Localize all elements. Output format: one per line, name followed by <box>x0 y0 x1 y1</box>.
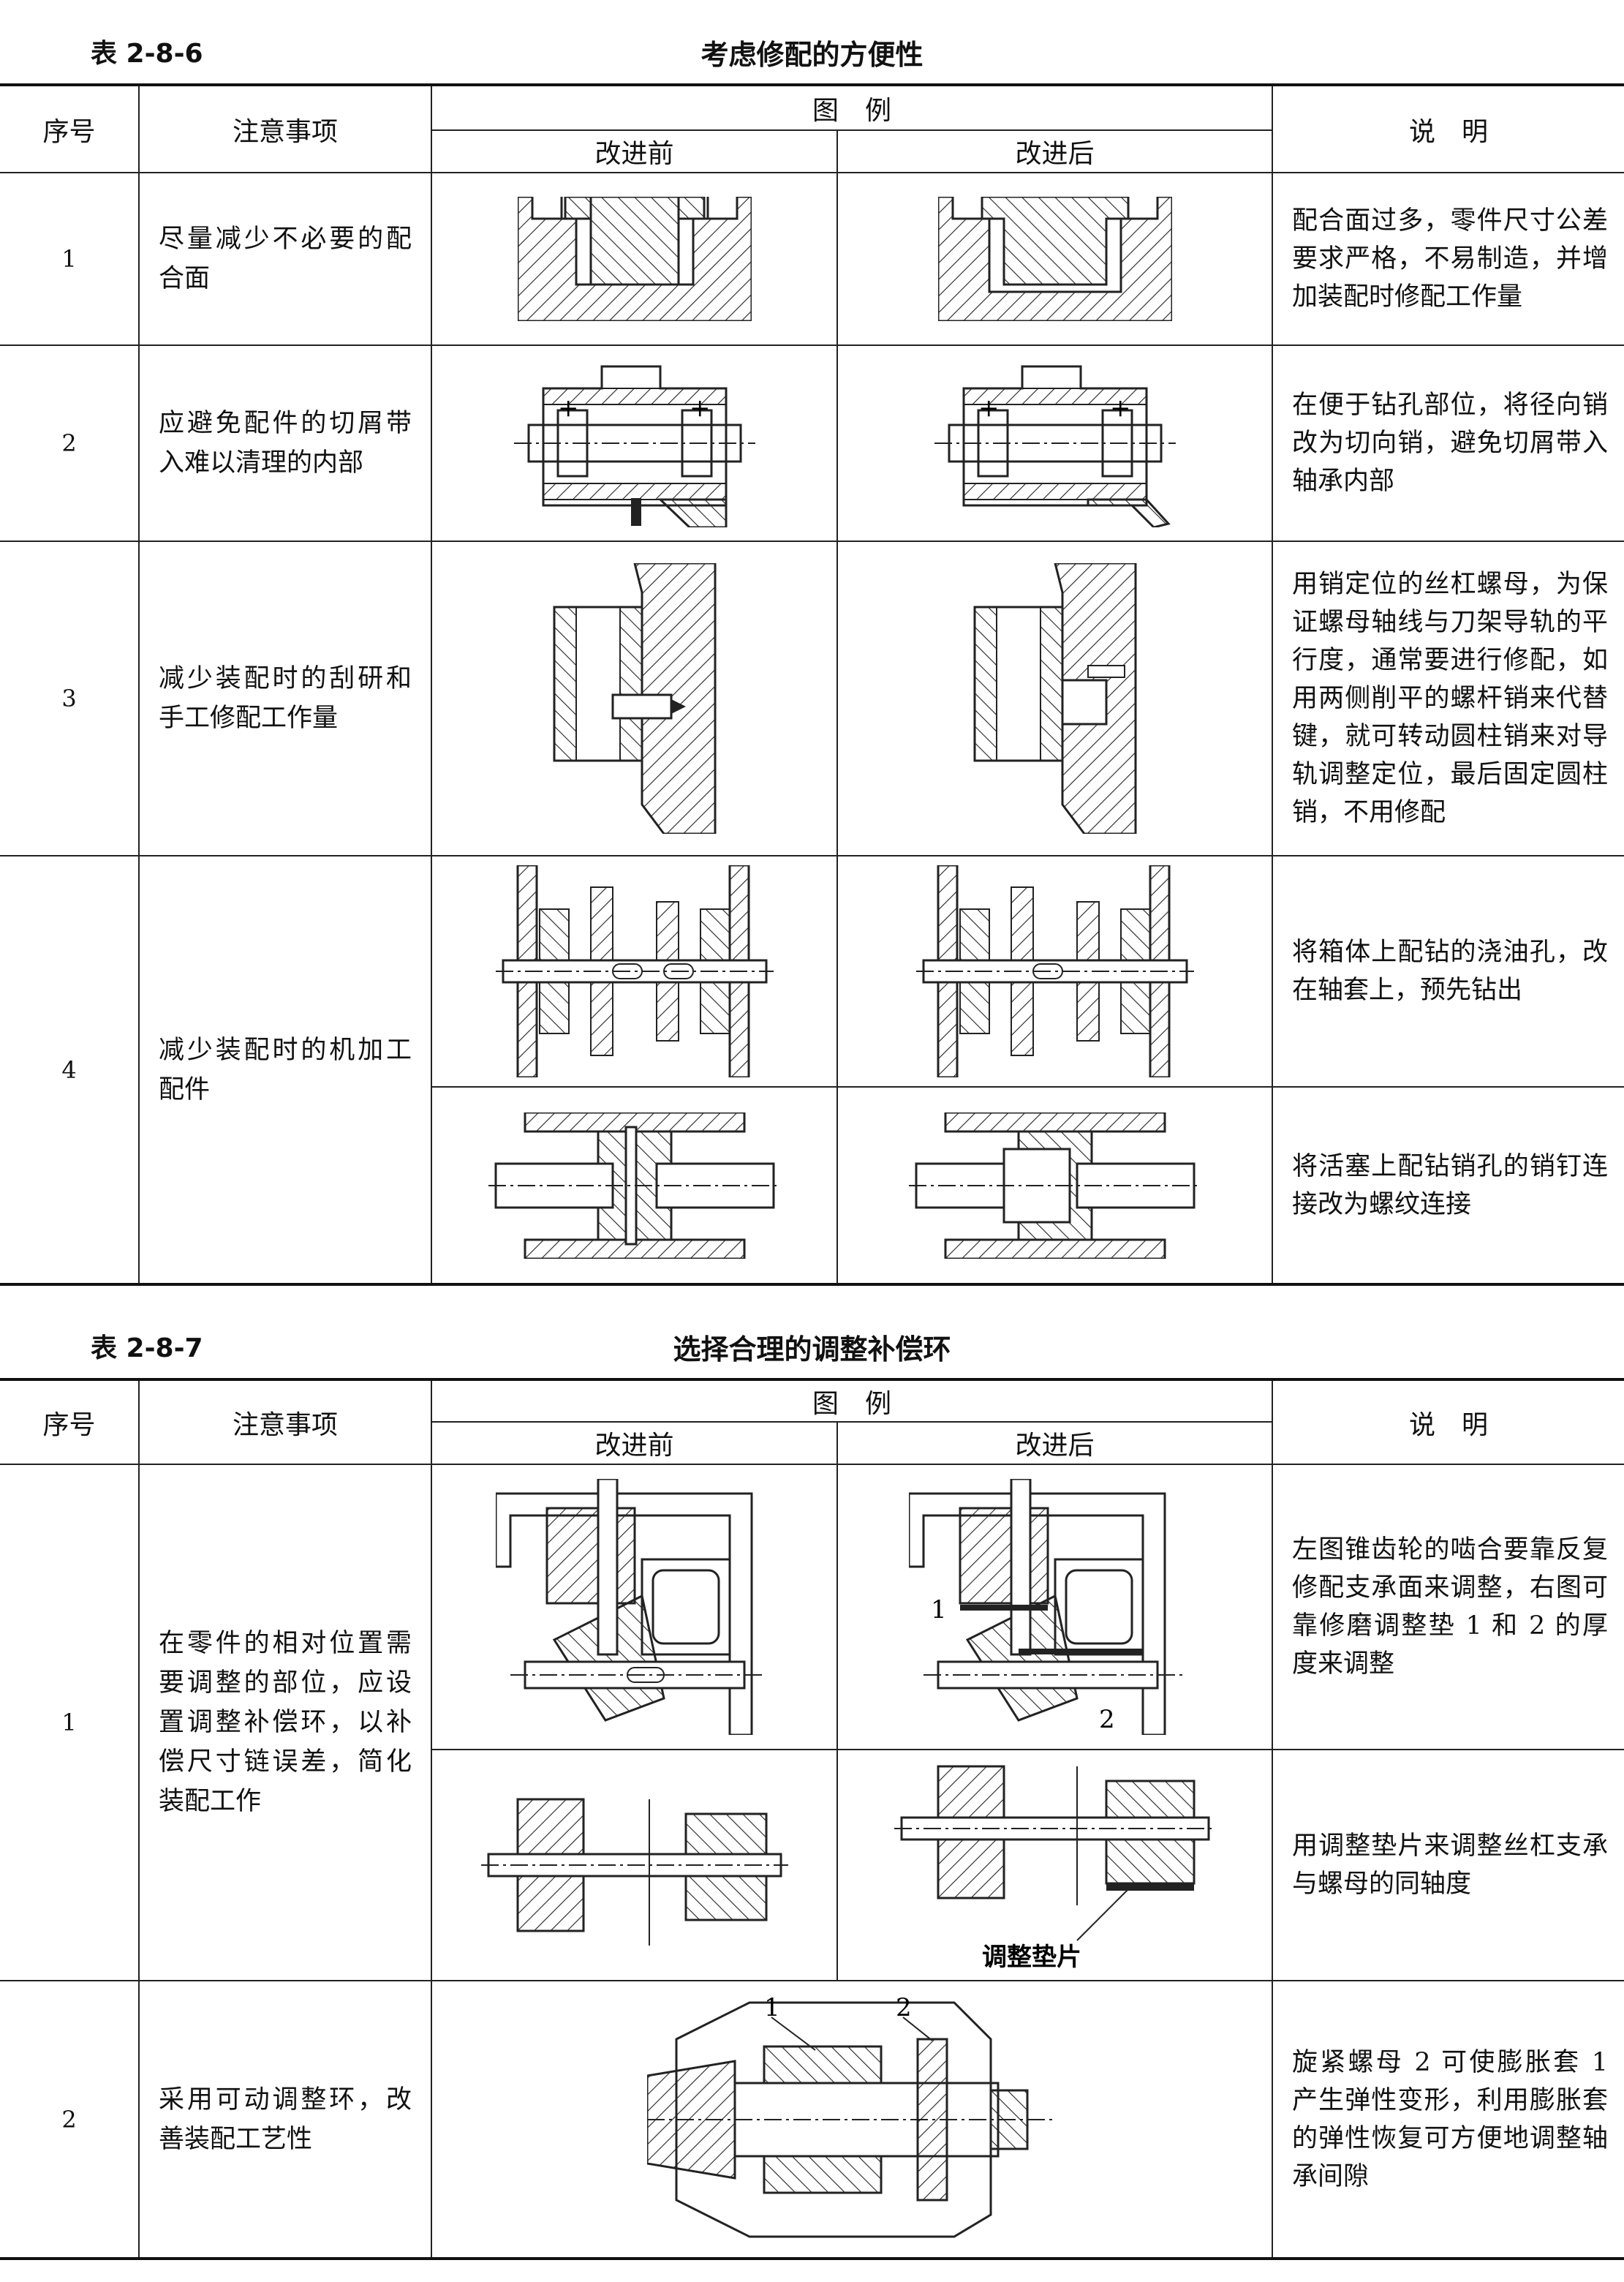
table-row: 1 尽量减少不必要的配合面 配合面过多，零件尺寸公差要求严格，不易制造，并增加装… <box>0 172 1624 346</box>
row-desc: 用调整垫片来调整丝杠支承与螺母的同轴度 <box>1272 1749 1624 1981</box>
table2: 序号 注意事项 图 例 说 明 改进前 改进后 1 在零件的相对位置需要调整的部… <box>0 1378 1624 2260</box>
fit-surfaces-after-drawing <box>937 197 1172 321</box>
table-row: 3 减少装配时的刮研和手工修配工作量 用销定位的丝杠螺母，为保证螺母轴线 <box>0 541 1624 856</box>
screw-nut-key-drawing <box>553 563 716 834</box>
table-row: 4 减少装配时的机加工配件 <box>0 855 1624 1285</box>
row-seq: 4 <box>0 855 140 1285</box>
header-after: 改进后 <box>836 129 1273 173</box>
row-desc: 将箱体上配钻的浇油孔，改在轴套上，预先钻出 <box>1272 855 1624 1088</box>
bearing-radial-pin-drawing: ++ <box>513 365 755 527</box>
gearbox-oil-hole-before-drawing <box>495 865 774 1077</box>
figure-after: 1 2 <box>836 1464 1274 1750</box>
table2-heading: 表 2-8-7 选择合理的调整补偿环 <box>80 1317 1544 1368</box>
table1-title: 考虑修配的方便性 <box>700 39 924 71</box>
row-note: 在零件的相对位置需要调整的部位，应设置调整补偿环，以补偿尺寸链误差，简化装配工作 <box>138 1464 432 1981</box>
row-desc: 配合面过多，零件尺寸公差要求严格，不易制造，并增加装配时修配工作量 <box>1272 172 1624 346</box>
svg-text:+: + <box>1110 393 1131 423</box>
header-before: 改进前 <box>431 129 838 173</box>
row-desc: 旋紧螺母 2 可使膨胀套 1 产生弹性变形，利用膨胀套的弹性恢复可方便地调整轴承… <box>1272 1980 1624 2259</box>
row-note: 减少装配时的刮研和手工修配工作量 <box>138 541 432 856</box>
figure-before: ++ <box>431 344 838 542</box>
row-note: 减少装配时的机加工配件 <box>138 855 432 1285</box>
expansion-sleeve-drawing: 1 2 <box>647 1995 1057 2237</box>
piston-thread-drawing <box>908 1112 1201 1259</box>
row-seq: 2 <box>0 344 140 542</box>
header-after: 改进后 <box>836 1421 1273 1465</box>
part-label-2: 2 <box>896 1995 912 2022</box>
table-row: 2 采用可动调整环，改善装配工艺性 1 2 旋紧螺母 2 可使膨胀套 1 产生弹… <box>0 1980 1624 2259</box>
row-seq: 2 <box>0 1980 140 2259</box>
figure-before <box>431 1086 838 1285</box>
row-desc: 用销定位的丝杠螺母，为保证螺母轴线与刀架导轨的平行度，通常要进行修配，如用两侧削… <box>1272 541 1624 856</box>
table2-title: 选择合理的调整补偿环 <box>673 1333 951 1366</box>
screw-nut-pin-drawing <box>973 563 1136 834</box>
figure-expansion-sleeve: 1 2 <box>430 1980 1274 2259</box>
shim-label-2: 2 <box>1099 1705 1115 1734</box>
lead-screw-support-before-drawing <box>480 1798 788 1946</box>
row-seq: 3 <box>0 541 140 856</box>
piston-pin-drawing <box>488 1112 781 1259</box>
bevel-gear-before-drawing <box>495 1479 766 1735</box>
gearbox-oil-hole-after-drawing <box>915 865 1194 1077</box>
svg-text:+: + <box>690 393 711 423</box>
table-row: 将活塞上配钻销孔的销钉连接改为螺纹连接 <box>0 1086 1624 1285</box>
figure-after <box>836 1086 1274 1285</box>
row-seq: 1 <box>0 172 140 346</box>
bearing-tangent-pin-drawing: ++ <box>934 365 1176 527</box>
row-note: 尽量减少不必要的配合面 <box>138 172 432 346</box>
figure-after <box>836 855 1274 1088</box>
figure-after <box>836 541 1274 856</box>
svg-text:+: + <box>978 393 1000 423</box>
row-desc: 将活塞上配钻销孔的销钉连接改为螺纹连接 <box>1272 1086 1624 1285</box>
header-before: 改进前 <box>431 1421 838 1465</box>
part-label-1: 1 <box>764 1995 780 2022</box>
figure-after: ++ <box>836 344 1274 542</box>
bevel-gear-after-drawing: 1 2 <box>908 1479 1187 1735</box>
table-row: 2 应避免配件的切屑带入难以清理的内部 ++ <box>0 344 1624 542</box>
figure-before <box>431 1464 838 1750</box>
figure-before <box>431 541 838 856</box>
header-desc: 说 明 <box>1272 84 1624 173</box>
table1-number: 表 2-8-6 <box>91 39 203 69</box>
header-seq: 序号 <box>0 1379 140 1465</box>
shim-caption: 调整垫片 <box>982 1943 1081 1971</box>
table-row: 调整垫片 用调整垫片来调整丝杠支承与螺母的同轴度 <box>0 1749 1624 1981</box>
table1: 序号 注意事项 图 例 说 明 改进前 改进后 1 尽量减少不必要的配合面 <box>0 83 1624 1286</box>
row-seq: 1 <box>0 1464 140 1981</box>
table1-heading: 表 2-8-6 考虑修配的方便性 <box>80 22 1544 73</box>
row-note: 采用可动调整环，改善装配工艺性 <box>138 1980 432 2259</box>
figure-after: 调整垫片 <box>836 1749 1274 1981</box>
row-desc: 左图锥齿轮的啮合要靠反复修配支承面来调整，右图可靠修磨调整垫 1 和 2 的厚度… <box>1272 1464 1624 1750</box>
figure-before <box>431 172 838 346</box>
row-note: 应避免配件的切屑带入难以清理的内部 <box>138 344 432 542</box>
header-desc: 说 明 <box>1272 1379 1624 1465</box>
header-figure: 图 例 <box>430 1379 1274 1423</box>
fit-surfaces-before-drawing <box>517 197 752 321</box>
table-row: 1 在零件的相对位置需要调整的部位，应设置调整补偿环，以补偿尺寸链误差，简化装配… <box>0 1464 1624 1981</box>
figure-after <box>836 172 1274 346</box>
header-note: 注意事项 <box>138 1379 432 1465</box>
shim-label-1: 1 <box>931 1595 947 1624</box>
header-seq: 序号 <box>0 84 140 173</box>
header-note: 注意事项 <box>138 84 432 173</box>
header-figure: 图 例 <box>430 84 1274 131</box>
figure-before <box>431 855 838 1088</box>
svg-text:+: + <box>558 393 579 423</box>
figure-before <box>431 1749 838 1981</box>
row-desc: 在便于钻孔部位，将径向销改为切向销，避免切屑带入轴承内部 <box>1272 344 1624 542</box>
lead-screw-support-after-drawing: 调整垫片 <box>894 1765 1216 1971</box>
table2-number: 表 2-8-7 <box>91 1333 203 1363</box>
